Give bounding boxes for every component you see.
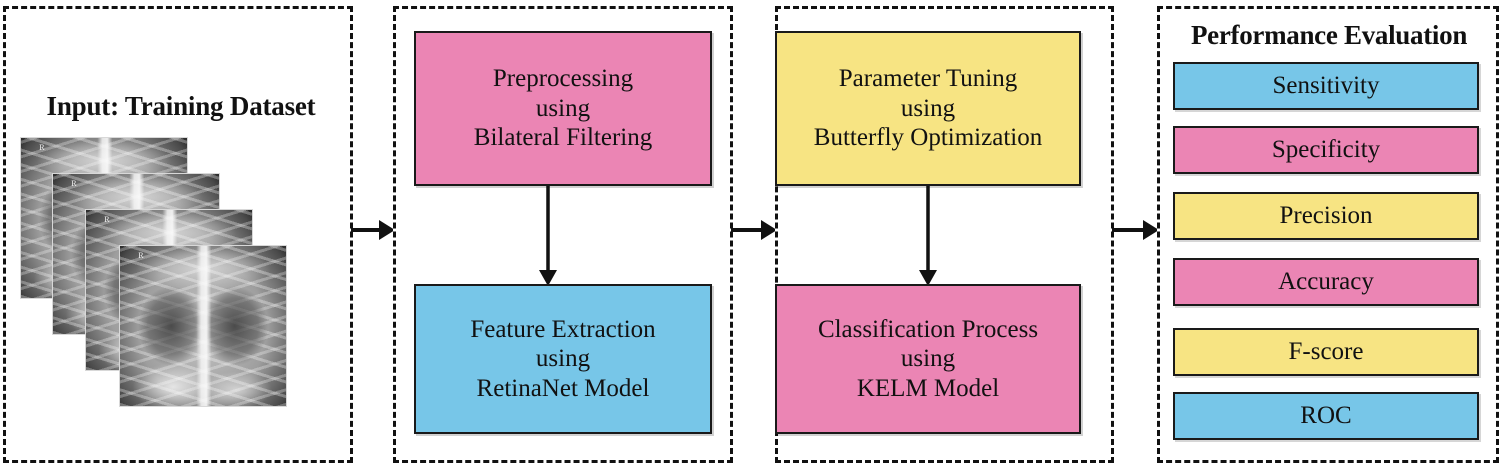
metric-label: Sensitivity xyxy=(1272,72,1380,99)
classification-box: Classification Process using KELM Model xyxy=(775,284,1081,434)
preprocessing-line-2: using xyxy=(535,94,591,122)
feature-extraction-line-3: RetinaNet Model xyxy=(476,374,650,402)
feature-extraction-line-2: using xyxy=(535,345,591,373)
metric-label: ROC xyxy=(1300,402,1352,429)
xray-image-content xyxy=(120,246,286,406)
parameter-tuning-box: Parameter Tuning using Butterfly Optimiz… xyxy=(775,31,1081,186)
parameter-tuning-line-2: using xyxy=(900,94,956,122)
flow-arrow-right-icon xyxy=(351,217,395,243)
preprocessing-line-3: Bilateral Filtering xyxy=(473,124,653,152)
xray-side-marker: R xyxy=(39,143,45,153)
parameter-tuning-line-3: Butterfly Optimization xyxy=(813,124,1043,152)
metric-label: F-score xyxy=(1288,338,1364,365)
parameter-tuning-line-1: Parameter Tuning xyxy=(838,65,1018,93)
metric-precision: Precision xyxy=(1173,192,1479,240)
classification-line-2: using xyxy=(900,345,956,373)
preprocessing-to-feature-arrow-icon xyxy=(537,186,559,286)
preprocessing-line-1: Preprocessing xyxy=(492,65,634,93)
metric-specificity: Specificity xyxy=(1173,126,1479,174)
metric-roc: ROC xyxy=(1173,392,1479,440)
flow-arrow-right-icon xyxy=(731,217,777,243)
flow-arrow-right-icon xyxy=(1112,217,1159,243)
evaluation-panel-title: Performance Evaluation xyxy=(1190,20,1468,50)
feature-extraction-box: Feature Extraction using RetinaNet Model xyxy=(414,284,712,434)
xray-side-marker: R xyxy=(138,251,144,261)
xray-image-stack: R R R R xyxy=(20,137,340,447)
metric-sensitivity: Sensitivity xyxy=(1173,62,1479,110)
xray-image: R xyxy=(119,245,287,407)
feature-extraction-line-1: Feature Extraction xyxy=(470,315,656,343)
metric-label: Precision xyxy=(1279,202,1373,229)
metric-accuracy: Accuracy xyxy=(1173,258,1479,306)
input-panel-title: Input: Training Dataset xyxy=(46,91,316,121)
classification-line-3: KELM Model xyxy=(856,374,1000,402)
tuning-to-classification-arrow-icon xyxy=(917,186,939,286)
metric-label: Accuracy xyxy=(1278,268,1374,295)
metric-label: Specificity xyxy=(1271,136,1381,163)
xray-side-marker: R xyxy=(71,179,77,189)
preprocessing-box: Preprocessing using Bilateral Filtering xyxy=(414,31,712,186)
classification-line-1: Classification Process xyxy=(817,315,1039,343)
metric-f-score: F-score xyxy=(1173,328,1479,376)
xray-side-marker: R xyxy=(104,215,110,225)
input-dataset-panel: Input: Training Dataset R R R R xyxy=(3,6,353,463)
